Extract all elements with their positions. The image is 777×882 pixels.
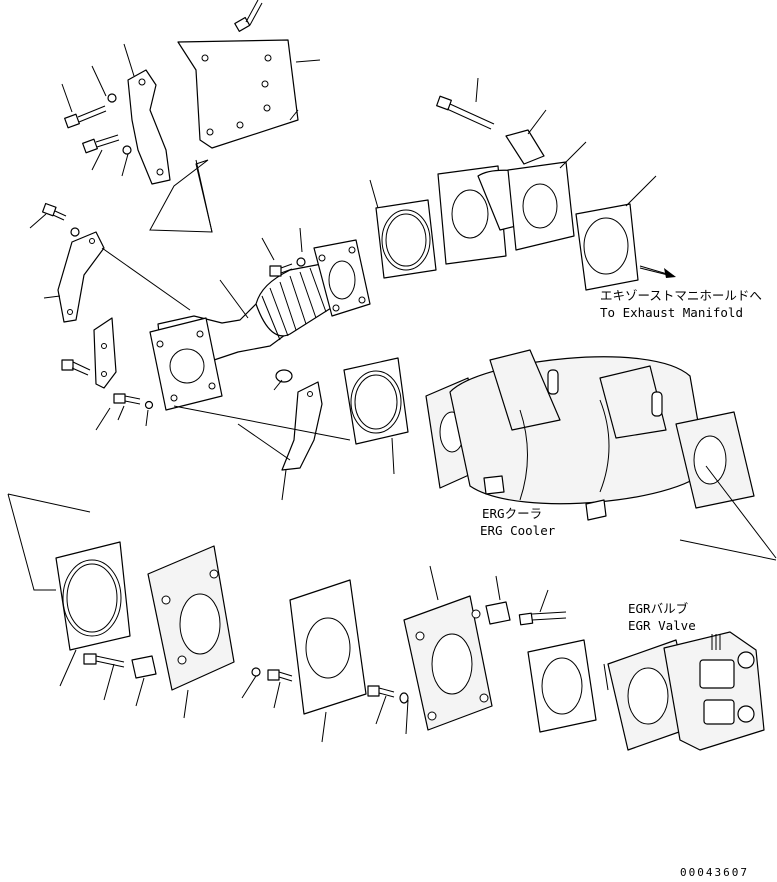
pipe-flange-outlet: [313, 239, 371, 317]
leader-lines: [7, 43, 777, 743]
gasket-egr-valve: [527, 639, 597, 733]
gasket-upper: [375, 199, 437, 279]
coupling-bolt-and-sleeve: [436, 95, 545, 165]
egr-valve: [607, 631, 765, 751]
label-exhaust-manifold-en: To Exhaust Manifold: [600, 305, 743, 320]
bolt-set-left: [41, 202, 80, 237]
clamp-lower: [57, 231, 105, 323]
drawing-number: 00043607: [680, 866, 749, 879]
bolt-set-upper-left: [64, 93, 132, 155]
mounting-bracket-plate: [177, 39, 299, 149]
gasket-middle: [343, 357, 409, 445]
valve-mounting-flange: [403, 595, 493, 731]
bracket-bolt-top: [234, 0, 263, 32]
support-bracket: [93, 317, 117, 389]
label-egr-valve-en: EGR Valve: [628, 618, 696, 633]
gasket-lower-left: [55, 541, 131, 651]
label-exhaust-manifold-ja: エキゾーストマニホールドへ: [600, 288, 762, 303]
arrow-to-manifold: [639, 265, 676, 278]
egr-cooler: [425, 349, 755, 521]
adapter-plate: [147, 545, 235, 691]
heat-shield-bracket: [281, 381, 323, 471]
gasket-large-lower: [289, 579, 367, 715]
gasket-exhaust-manifold: [575, 203, 639, 291]
bolt-set-mid-left: [61, 359, 154, 410]
label-egr-cooler-en: ERG Cooler: [480, 523, 556, 538]
lower-bolt-set-a: [83, 653, 157, 679]
clamp-upper: [127, 69, 171, 185]
pipe-flange-inlet: [149, 317, 223, 411]
label-egr-valve-ja: EGRバルブ: [628, 601, 689, 616]
lower-bolt-set-b: [251, 667, 293, 682]
lower-bolt-set-c: [367, 601, 567, 704]
coupling-flange-pair: [437, 161, 575, 265]
pipe-bolt-and-washer: [269, 257, 306, 383]
label-egr-cooler-ja: ERGクーラ: [482, 506, 542, 521]
